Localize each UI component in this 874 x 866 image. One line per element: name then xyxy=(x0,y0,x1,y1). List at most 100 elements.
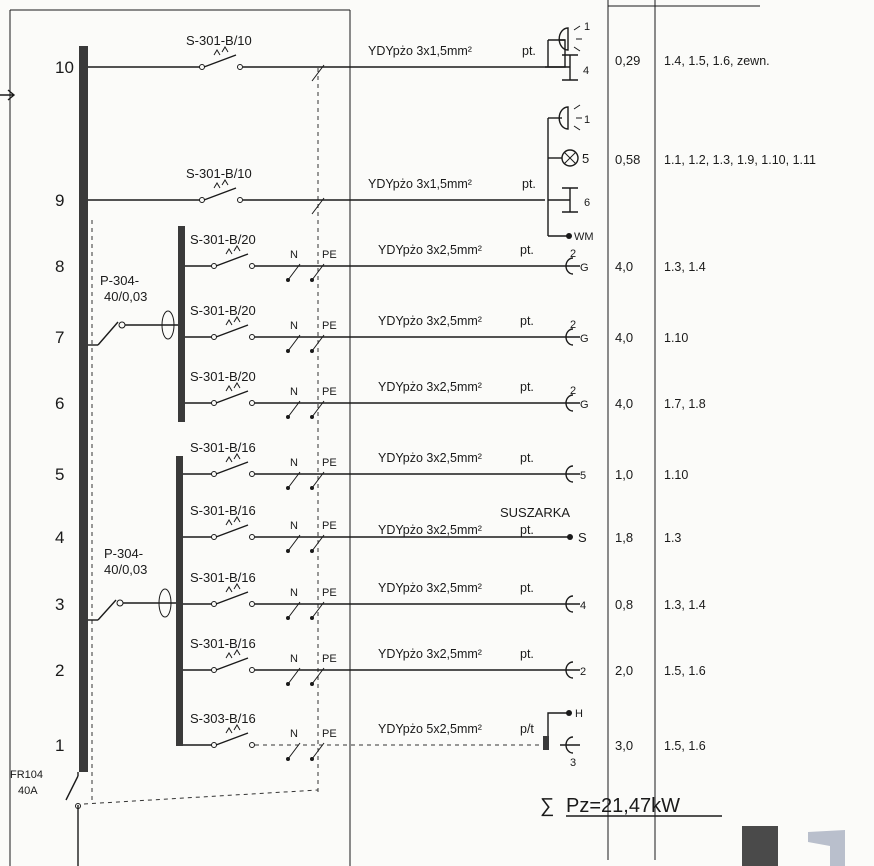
c8-socket-icon xyxy=(565,257,580,275)
rcd-top-contact xyxy=(118,321,126,329)
c1-h-dot xyxy=(566,710,572,716)
circuit-number: 6 xyxy=(55,394,64,413)
breaker-trip-mark xyxy=(225,382,241,392)
power-value: 0,58 xyxy=(615,152,640,167)
breaker-contact-in xyxy=(211,334,217,340)
neutral-terminal xyxy=(286,349,290,353)
rcd-bottom-rating: 40/0,03 xyxy=(104,562,147,577)
laying-method: pt. xyxy=(520,451,534,465)
power-value: 0,8 xyxy=(615,597,633,612)
cable-type: YDYpżo 3x1,5mm² xyxy=(368,177,472,191)
circuit-number: 8 xyxy=(55,257,64,276)
breaker-label: S-301-B/20 xyxy=(190,303,256,318)
breaker-label: S-303-B/16 xyxy=(190,711,256,726)
breaker-label: S-301-B/16 xyxy=(190,503,256,518)
pe-label: PE xyxy=(322,653,337,665)
breaker-blade xyxy=(215,732,249,746)
breaker-blade xyxy=(215,324,249,338)
shadow-artifact xyxy=(742,826,778,866)
c10-strip-label: 4 xyxy=(583,65,589,77)
breaker-contact-in xyxy=(211,667,217,673)
power-value: 4,0 xyxy=(615,330,633,345)
cable-type: YDYpżo 3x2,5mm² xyxy=(378,647,482,661)
pe-terminal xyxy=(310,415,314,419)
laying-method: pt. xyxy=(520,523,534,537)
pe-switch xyxy=(311,64,325,82)
pe-label: PE xyxy=(322,249,337,261)
c3-socket-label: 4 xyxy=(580,600,586,612)
breaker-blade xyxy=(215,657,249,671)
c9-strip-label: 6 xyxy=(584,197,590,209)
pe-terminal xyxy=(310,682,314,686)
neutral-switch xyxy=(287,263,301,281)
circuit-number: 3 xyxy=(55,595,64,614)
main-breaker-name: FR104 xyxy=(10,769,43,781)
pe-terminal xyxy=(310,757,314,761)
room-list: 1.7, 1.8 xyxy=(664,397,706,411)
c7-socket-g: G xyxy=(580,333,589,345)
c3-socket-icon xyxy=(565,595,580,613)
cable-type: YDYpżo 3x2,5mm² xyxy=(378,523,482,537)
breaker-blade xyxy=(203,54,237,68)
power-value: 3,0 xyxy=(615,738,633,753)
c10-lamp-icon xyxy=(558,27,569,51)
laying-method: p/t xyxy=(520,722,534,736)
total-sum-symbol: ∑ xyxy=(540,795,554,817)
power-value: 1,8 xyxy=(615,530,633,545)
laying-method: pt. xyxy=(522,44,536,58)
pe-switch xyxy=(311,263,325,281)
breaker-label: S-301-B/10 xyxy=(186,166,252,181)
breaker-contact-out xyxy=(249,334,255,340)
neutral-terminal xyxy=(286,415,290,419)
neutral-terminal xyxy=(286,278,290,282)
rcd-top-blade xyxy=(97,321,119,346)
breaker-contact-out xyxy=(249,667,255,673)
incoming-arrow xyxy=(0,89,16,101)
breaker-trip-mark xyxy=(213,46,229,56)
breaker-blade xyxy=(215,524,249,538)
pe-switch xyxy=(311,197,325,215)
circuit-number: 9 xyxy=(55,191,64,210)
room-list: 1.3, 1.4 xyxy=(664,598,706,612)
circuit-number: 7 xyxy=(55,328,64,347)
c9-wm-label: WM xyxy=(574,231,594,243)
c1-h-label: H xyxy=(575,708,583,720)
neutral-terminal xyxy=(286,757,290,761)
c9-bulb-icon xyxy=(561,149,579,167)
c10-lamp-rays xyxy=(573,25,582,52)
room-list: 1.3 xyxy=(664,531,681,545)
laying-method: pt. xyxy=(520,581,534,595)
breaker-contact-out xyxy=(249,742,255,748)
circuit-number: 1 xyxy=(55,736,64,755)
cable-type: YDYpżo 3x2,5mm² xyxy=(378,581,482,595)
pe-terminal xyxy=(310,486,314,490)
breaker-contact-out xyxy=(249,263,255,269)
rcd-bottom-busbar xyxy=(176,456,183,746)
power-value: 2,0 xyxy=(615,663,633,678)
pe-label: PE xyxy=(322,457,337,469)
c2-socket-label: 2 xyxy=(580,666,586,678)
pe-switch xyxy=(311,471,325,489)
breaker-contact-in xyxy=(211,400,217,406)
neutral-terminal xyxy=(286,549,290,553)
breaker-trip-mark xyxy=(225,649,241,659)
c5-socket-label: 5 xyxy=(580,470,586,482)
breaker-trip-mark xyxy=(225,245,241,255)
c1-h-wire xyxy=(547,712,568,740)
breaker-label: S-301-B/10 xyxy=(186,33,252,48)
rcd-bottom-name: P-304- xyxy=(104,546,143,561)
c10-lamp-label: 1 xyxy=(584,21,590,33)
pe-label: PE xyxy=(322,520,337,532)
pe-terminal xyxy=(310,349,314,353)
pe-switch xyxy=(311,742,325,760)
pe-switch xyxy=(311,334,325,352)
laying-method: pt. xyxy=(520,380,534,394)
circuit-number: 4 xyxy=(55,528,64,547)
c9-bulb-cross xyxy=(563,151,577,165)
neutral-switch xyxy=(287,742,301,760)
breaker-contact-in xyxy=(211,534,217,540)
breaker-contact-out xyxy=(237,64,243,70)
c8-socket-g: G xyxy=(580,262,589,274)
c1-socket-icon xyxy=(560,736,580,754)
pe-terminal xyxy=(310,549,314,553)
